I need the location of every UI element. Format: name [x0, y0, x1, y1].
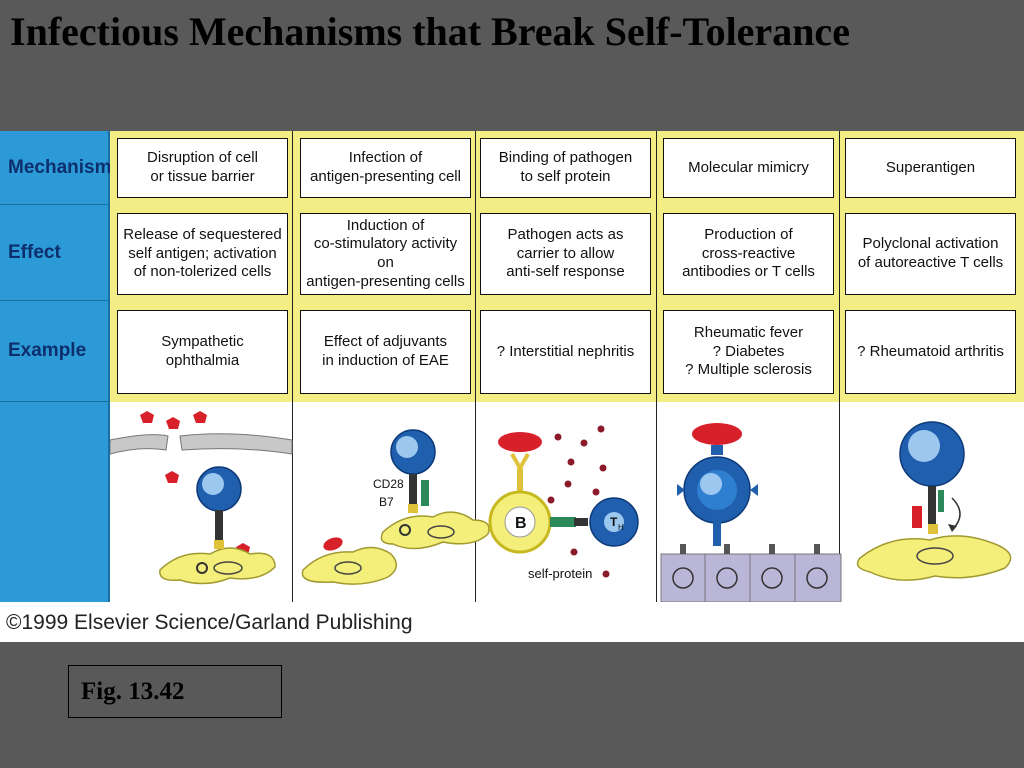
t-cell-label: T: [610, 515, 618, 529]
mechanism-cell-2: Infection of antigen-presenting cell: [300, 138, 471, 198]
example-cell-4: Rheumatic fever ? Diabetes ? Multiple sc…: [663, 310, 834, 394]
illustration-superantigen: [856, 421, 1012, 581]
effect-cell-3: Pathogen acts as carrier to allow anti-s…: [480, 213, 651, 295]
apc-cell: [159, 547, 276, 585]
pathogen-icon: [323, 537, 343, 551]
pathogen-icon: [692, 423, 742, 445]
pathogen-icon: [193, 411, 207, 423]
row-label-mechanism: Mechanism: [0, 131, 111, 205]
b-cell-label: B: [515, 515, 527, 532]
row-label-example: Example: [0, 301, 110, 402]
effect-cell-5: Polyclonal activation of autoreactive T …: [845, 213, 1016, 295]
mechanism-cell-4: Molecular mimicry: [663, 138, 834, 198]
apc-cell: [856, 535, 1012, 581]
copyright-notice: ©1999 Elsevier Science/Garland Publishin…: [6, 611, 413, 634]
column-divider: [839, 131, 840, 602]
pathogen-icon: [166, 417, 180, 429]
pathogen-icon: [498, 432, 542, 452]
example-cell-3: ? Interstitial nephritis: [480, 310, 651, 394]
apc-cell: [380, 511, 490, 550]
column-divider: [475, 131, 476, 602]
mechanism-cell-5: Superantigen: [845, 138, 1016, 198]
column-divider: [292, 131, 293, 602]
illustration-molecular-mimicry: [660, 423, 842, 602]
cd28-receptor: [421, 480, 429, 506]
mechanism-cell-1: Disruption of cell or tissue barrier: [117, 138, 288, 198]
illustration-apc-infection: CD28 B7: [301, 429, 490, 585]
example-cell-1: Sympathetic ophthalmia: [117, 310, 288, 394]
example-cell-2: Effect of adjuvants in induction of EAE: [300, 310, 471, 394]
label-column-strip: [0, 402, 110, 602]
tissue-barrier-right: [179, 433, 293, 455]
receptor: [215, 510, 223, 542]
effect-cell-1: Release of sequestered self antigen; act…: [117, 213, 288, 295]
mechanism-figure: Mechanism Effect Example Disruption of c…: [0, 131, 1024, 642]
superantigen-icon: [912, 506, 922, 528]
mechanism-cell-3: Binding of pathogen to self protein: [480, 138, 651, 198]
tissue-cells: [660, 553, 842, 602]
t-cell-subscript: H: [618, 523, 624, 532]
b7-label: B7: [379, 495, 394, 509]
effect-cell-4: Production of cross-reactive antibodies …: [663, 213, 834, 295]
antigen-icon: [196, 562, 208, 574]
self-protein-label: self-protein: [528, 566, 592, 581]
receptor: [409, 474, 417, 506]
pathogen-icon: [165, 471, 179, 483]
column-divider: [656, 131, 657, 602]
example-cell-5: ? Rheumatoid arthritis: [845, 310, 1016, 394]
illustration-pathogen-binding: B T H self-protein: [488, 425, 639, 581]
cd28-label: CD28: [373, 477, 404, 491]
pathogen-inside-icon: [399, 524, 411, 536]
illustration-barrier-disruption: [110, 411, 293, 585]
pathogen-icon: [140, 411, 154, 423]
tissue-barrier-left: [110, 434, 169, 455]
effect-cell-2: Induction of co-stimulatory activity on …: [300, 213, 471, 295]
figure-label: Fig. 13.42: [68, 665, 282, 718]
illustrations: CD28 B7 B T H: [110, 411, 1012, 602]
apc-cell: [301, 546, 397, 585]
self-protein-dot: [602, 570, 610, 578]
slide-title: Infectious Mechanisms that Break Self-To…: [10, 9, 850, 54]
row-label-effect: Effect: [0, 205, 110, 301]
